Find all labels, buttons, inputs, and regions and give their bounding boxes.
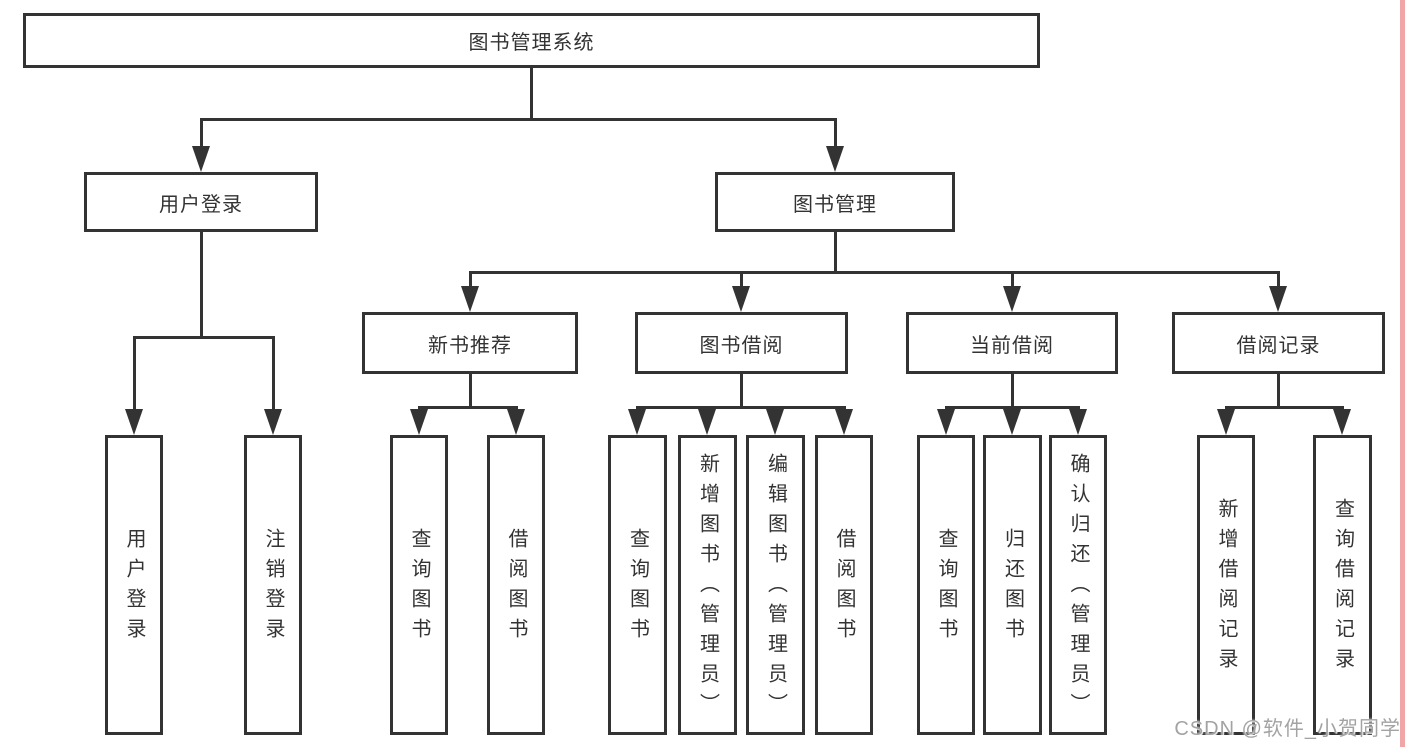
connector-line [133, 336, 275, 339]
node-new-book-recommend: 新书推荐 [362, 312, 578, 374]
node-return-books: 归还图书 [983, 435, 1042, 735]
arrow-down-icon [698, 409, 716, 435]
arrow-down-icon [1003, 286, 1021, 312]
node-borrow-books-borrowing: 借阅图书 [815, 435, 873, 735]
connector-line [200, 118, 203, 162]
arrow-down-icon [628, 409, 646, 435]
arrow-down-icon [1333, 409, 1351, 435]
arrow-down-icon [1069, 409, 1087, 435]
node-query-books-borrowing: 查询图书 [608, 435, 667, 735]
arrow-down-icon [507, 409, 525, 435]
connector-line [200, 118, 837, 121]
node-current-borrowing: 当前借阅 [906, 312, 1118, 374]
arrow-down-icon [410, 409, 428, 435]
connector-line [1225, 406, 1344, 409]
arrow-down-icon [937, 409, 955, 435]
arrow-down-icon [766, 409, 784, 435]
right-accent-strip [1400, 0, 1405, 747]
node-query-books-recommend: 查询图书 [390, 435, 448, 735]
arrow-down-icon [125, 409, 143, 435]
node-add-borrow-record: 新增借阅记录 [1197, 435, 1255, 735]
node-borrowing-records: 借阅记录 [1172, 312, 1385, 374]
node-query-books-current: 查询图书 [917, 435, 975, 735]
arrow-down-icon [192, 146, 210, 172]
node-user-login: 用户登录 [84, 172, 318, 232]
connector-line [1011, 374, 1014, 409]
connector-line [530, 68, 533, 120]
connector-line [1277, 374, 1280, 409]
arrow-down-icon [1217, 409, 1235, 435]
node-edit-books-admin: 编辑图书（管理员） [746, 435, 805, 735]
connector-line [740, 374, 743, 409]
connector-line [469, 374, 472, 409]
connector-line [200, 232, 203, 339]
connector-line [834, 118, 837, 162]
arrow-down-icon [835, 409, 853, 435]
connector-line [469, 271, 1280, 274]
node-book-borrowing: 图书借阅 [635, 312, 848, 374]
connector-line [418, 406, 518, 409]
arrow-down-icon [732, 286, 750, 312]
connector-line [272, 336, 275, 426]
node-book-management: 图书管理 [715, 172, 955, 232]
arrow-down-icon [461, 286, 479, 312]
arrow-down-icon [826, 146, 844, 172]
node-add-books-admin: 新增图书（管理员） [678, 435, 737, 735]
connector-line [636, 406, 846, 409]
node-query-borrow-record: 查询借阅记录 [1313, 435, 1372, 735]
node-confirm-return-admin: 确认归还（管理员） [1049, 435, 1107, 735]
connector-line [133, 336, 136, 426]
arrow-down-icon [264, 409, 282, 435]
arrow-down-icon [1003, 409, 1021, 435]
arrow-down-icon [1269, 286, 1287, 312]
node-logout-action: 注销登录 [244, 435, 302, 735]
connector-line [834, 232, 837, 274]
node-user-login-action: 用户登录 [105, 435, 163, 735]
node-root: 图书管理系统 [23, 13, 1040, 68]
node-borrow-books-recommend: 借阅图书 [487, 435, 545, 735]
csdn-watermark: CSDN @软件_小贺同学 [1174, 718, 1401, 740]
